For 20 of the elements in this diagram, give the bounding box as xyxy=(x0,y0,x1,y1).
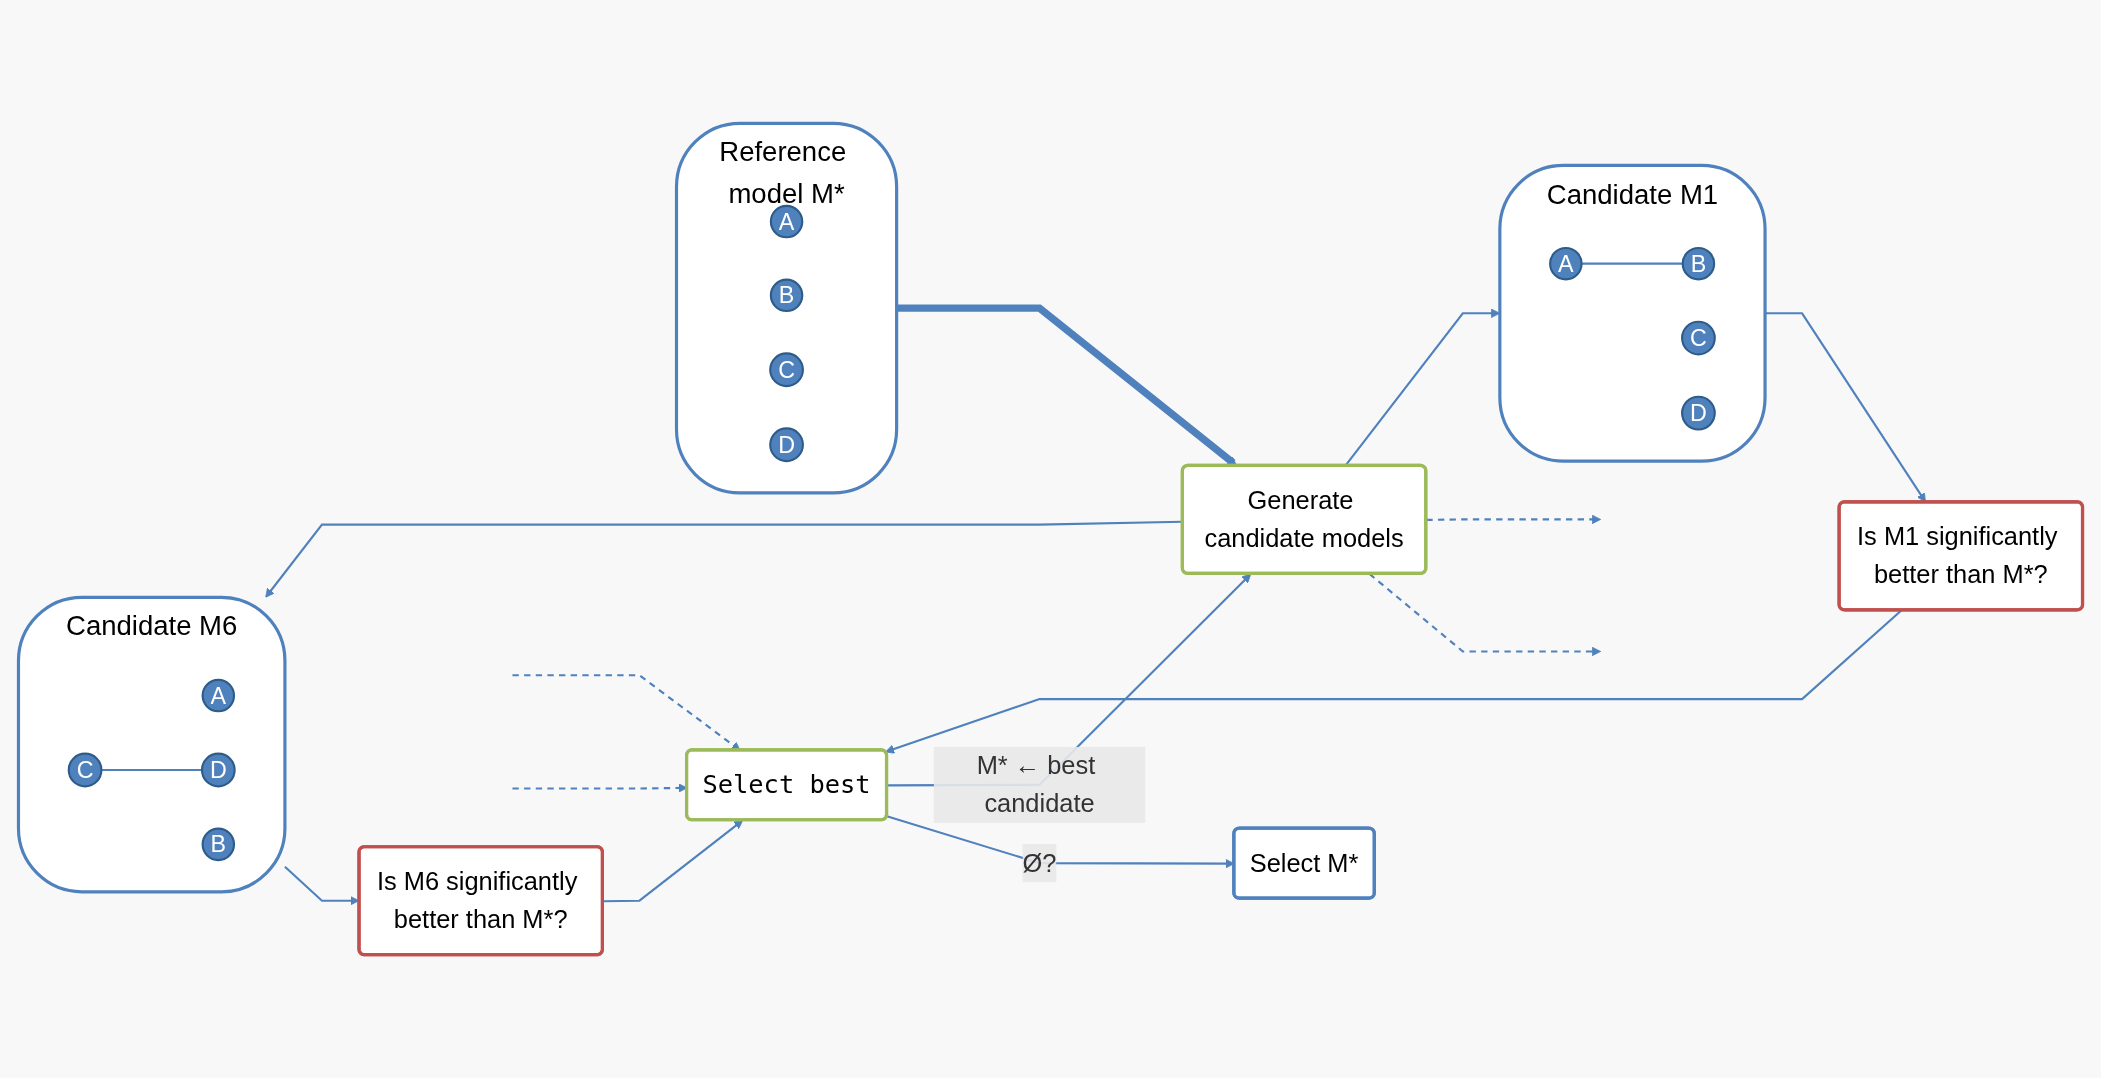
node-circle: A xyxy=(1549,246,1583,281)
node-circle: D xyxy=(200,752,236,788)
node-circle: B xyxy=(769,278,804,313)
node-circle: D xyxy=(1681,395,1716,431)
node-circle: C xyxy=(67,752,103,788)
arrow xyxy=(1426,514,1602,525)
node-circle: D xyxy=(769,427,804,463)
node-circle: A xyxy=(769,204,804,239)
edge-label: M* ← best candidate xyxy=(976,750,1096,818)
edge-label: Ø? xyxy=(1022,848,1057,877)
node-circle: C xyxy=(1681,320,1716,356)
arrow xyxy=(896,304,1237,466)
arrow xyxy=(1368,573,1602,657)
node-circle: B xyxy=(1681,246,1716,281)
arrow xyxy=(885,609,1903,754)
connector xyxy=(101,768,202,772)
node-circle: C xyxy=(769,352,804,388)
node-circle: A xyxy=(201,678,236,713)
connector xyxy=(1581,262,1683,265)
node-circle: B xyxy=(201,827,236,862)
